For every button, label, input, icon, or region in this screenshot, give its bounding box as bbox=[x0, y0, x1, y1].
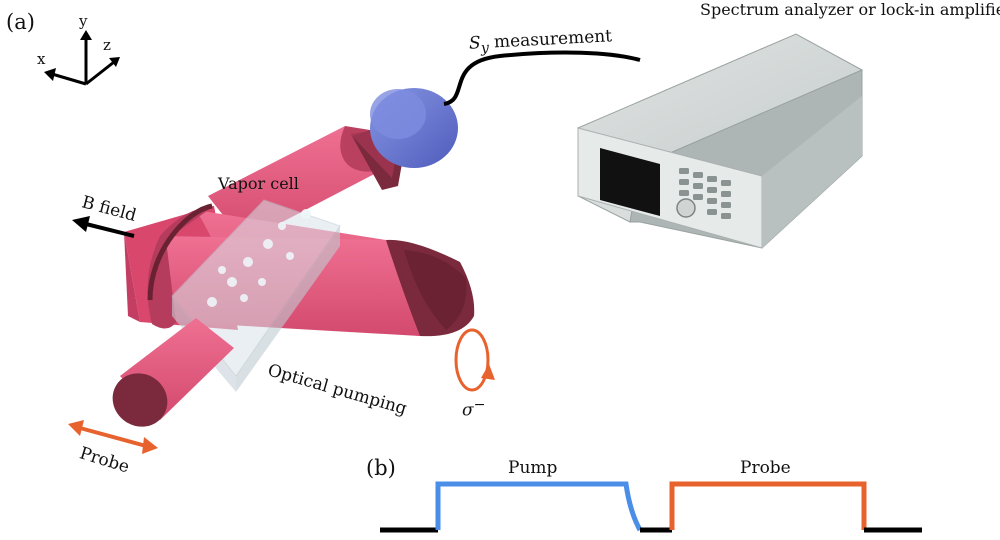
axis-x-label: x bbox=[37, 50, 46, 68]
polarization-icon bbox=[454, 328, 495, 392]
timing-diagram bbox=[380, 481, 922, 533]
b-field-arrow bbox=[72, 216, 135, 238]
axis-z-label: z bbox=[103, 36, 111, 54]
probe-axis-arrow bbox=[68, 420, 158, 454]
probe-beam-front bbox=[112, 318, 234, 427]
vapor-cell-label: Vapor cell bbox=[218, 174, 299, 193]
polarization-superscript: − bbox=[473, 397, 486, 413]
timing-probe-label: Probe bbox=[740, 458, 791, 478]
panel-b-label: (b) bbox=[366, 456, 396, 480]
instrument-icon bbox=[576, 33, 864, 249]
polarization-symbol: σ bbox=[462, 400, 474, 421]
detector-icon bbox=[370, 88, 458, 168]
measurement-symbol: S bbox=[468, 33, 482, 54]
measurement-subscript: y bbox=[480, 40, 490, 57]
signal-cable bbox=[443, 50, 641, 106]
polarization-label: σ− bbox=[462, 398, 485, 420]
instrument-label: Spectrum analyzer or lock-in amplifier bbox=[700, 0, 1000, 19]
panel-a-label: (a) bbox=[6, 10, 35, 34]
timing-pump-label: Pump bbox=[508, 458, 558, 478]
axis-y-label: y bbox=[79, 12, 88, 30]
axes-icon bbox=[44, 30, 120, 86]
